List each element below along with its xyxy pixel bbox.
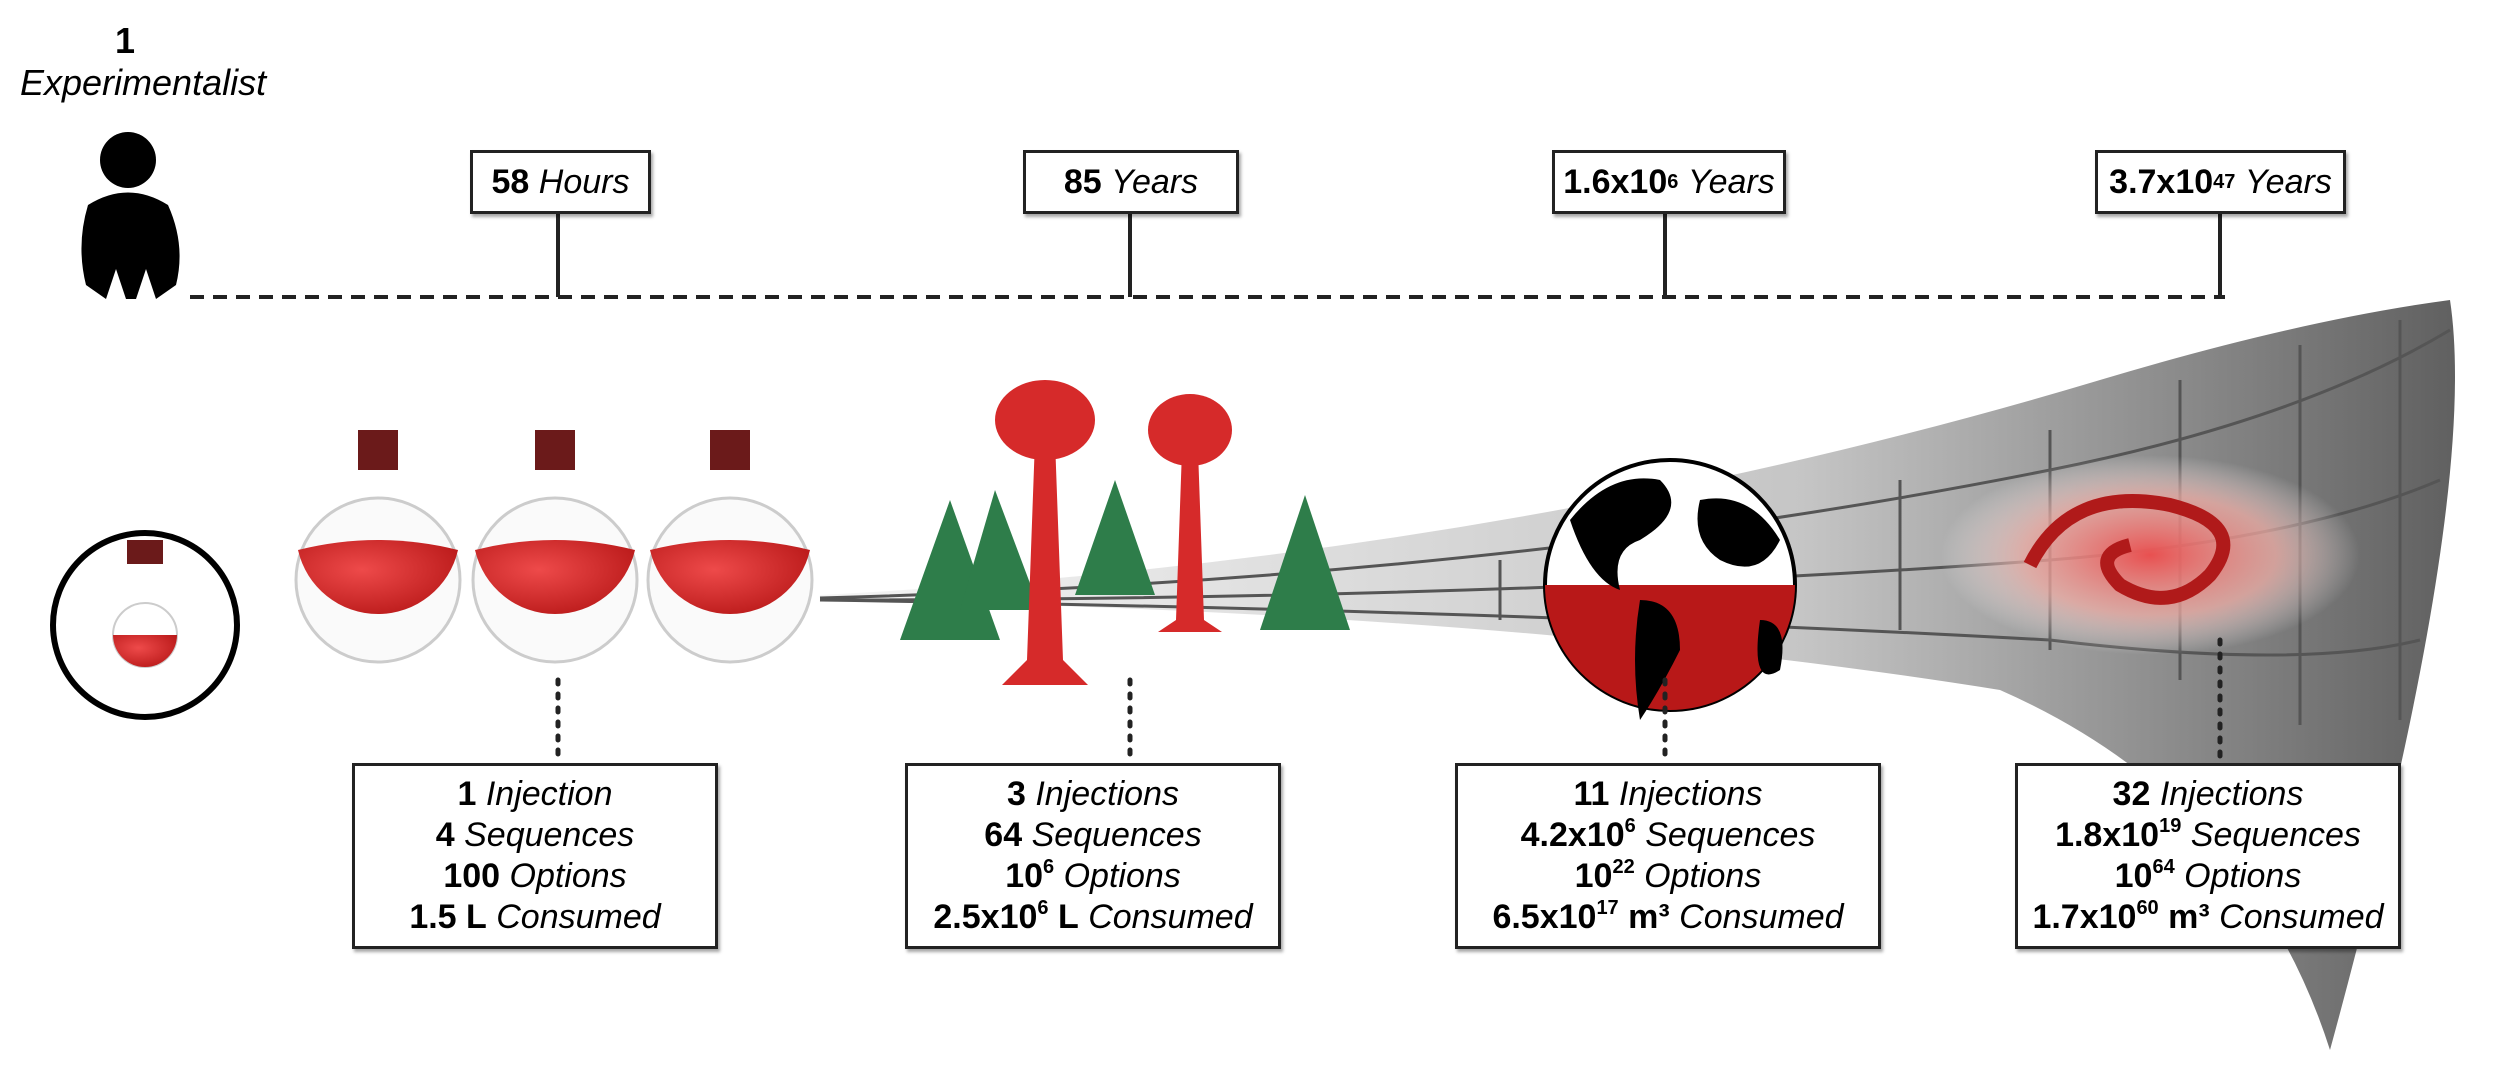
experimentalist-label: 1 Experimentalist — [20, 20, 267, 104]
stat-value: 10 — [1574, 857, 1613, 895]
time-box-2: 85 Years — [1023, 150, 1239, 214]
stage-stat: 4.2x106 Sequences — [1521, 815, 1816, 856]
stage-stat: 4 Sequences — [436, 815, 635, 856]
stat-value: 11 — [1573, 775, 1610, 813]
stage-stat: 2.5x106 L Consumed — [933, 897, 1252, 938]
single-flask-icon — [50, 530, 240, 720]
time-unit: Years — [2244, 162, 2332, 201]
stat-label: Injection — [485, 775, 613, 813]
stat-label: Options — [2184, 857, 2302, 895]
stat-exponent: 6 — [1624, 815, 1636, 837]
stat-exponent: 17 — [1596, 897, 1619, 919]
stage-stat: 3 Injections — [1007, 774, 1179, 815]
time-value: 58 — [491, 162, 530, 201]
stat-label: Injections — [2159, 775, 2304, 813]
stage-stat: 6.5x1017 m³ Consumed — [1492, 897, 1843, 938]
stage-stat: 11 Injections — [1573, 774, 1762, 815]
time-value: 3.7x10 — [2109, 162, 2214, 201]
experimentalist-text: Experimentalist — [20, 62, 267, 103]
stat-exponent: 6 — [1037, 897, 1049, 919]
stat-value: 4.2x10 — [1520, 816, 1625, 854]
stat-label: Sequences — [464, 816, 635, 854]
stat-value: 64 — [984, 816, 1023, 854]
time-unit: Years — [1111, 162, 1199, 201]
globe-icon — [1543, 458, 1797, 720]
stat-value: 1.5 — [409, 898, 457, 936]
stat-label: Consumed — [2219, 898, 2384, 936]
stat-value: 10 — [2114, 857, 2153, 895]
stat-unit: L — [1048, 898, 1079, 936]
stat-label: Sequences — [2190, 816, 2361, 854]
stage-stat: 1022 Options — [1575, 856, 1762, 897]
stat-exponent: 19 — [2159, 815, 2182, 837]
stage-stat: 1.7x1060 m³ Consumed — [2032, 897, 2383, 938]
stage-stat: 106 Options — [1005, 856, 1181, 897]
time-exponent: 47 — [2213, 171, 2236, 193]
stat-value: 6.5x10 — [1492, 898, 1597, 936]
stat-value: 3 — [1006, 775, 1026, 813]
stat-value: 32 — [2112, 775, 2151, 813]
experimentalist-count: 1 — [114, 20, 136, 61]
stat-unit: m³ — [2158, 898, 2210, 936]
person-icon — [81, 132, 180, 299]
stage-stat: 32 Injections — [2113, 774, 2304, 815]
trees-and-water-towers — [900, 380, 1350, 685]
stat-label: Consumed — [1679, 898, 1844, 936]
stage-stat: 1064 Options — [2115, 856, 2302, 897]
stat-unit: L — [456, 898, 487, 936]
stat-exponent: 22 — [1612, 856, 1635, 878]
stat-unit: m³ — [1618, 898, 1670, 936]
galaxy — [1940, 455, 2360, 655]
time-unit: Hours — [538, 162, 630, 201]
time-unit: Years — [1687, 162, 1775, 201]
stat-value: 4 — [435, 816, 455, 854]
stat-exponent: 64 — [2152, 856, 2175, 878]
stat-exponent: 60 — [2136, 897, 2159, 919]
stat-value: 1.8x10 — [2055, 816, 2160, 854]
stage-stat: 64 Sequences — [984, 815, 1201, 856]
stat-value: 1 — [457, 775, 477, 813]
stat-value: 1.7x10 — [2032, 898, 2137, 936]
flask-icons — [294, 430, 814, 664]
stat-label: Options — [1063, 857, 1181, 895]
stage-stat: 1.8x1019 Sequences — [2055, 815, 2361, 856]
stat-value: 100 — [443, 857, 501, 895]
stage-stat: 1.5 L Consumed — [409, 897, 660, 938]
timeline-stems — [556, 212, 2222, 297]
stat-exponent: 6 — [1043, 856, 1055, 878]
stage-stat: 100 Options — [443, 856, 626, 897]
stat-label: Sequences — [1645, 816, 1816, 854]
stat-label: Consumed — [496, 898, 661, 936]
stat-label: Injections — [1618, 775, 1763, 813]
time-box-1: 58 Hours — [470, 150, 651, 214]
stage-stat: 1 Injection — [457, 774, 612, 815]
time-value: 85 — [1063, 162, 1102, 201]
time-value: 1.6x10 — [1563, 162, 1668, 201]
stat-label: Injections — [1035, 775, 1179, 813]
stat-label: Consumed — [1088, 898, 1253, 936]
dotted-connectors — [555, 637, 2223, 763]
time-exponent: 6 — [1667, 171, 1679, 193]
stat-label: Options — [509, 857, 627, 895]
stat-label: Sequences — [1031, 816, 1202, 854]
stat-label: Options — [1644, 857, 1762, 895]
stat-value: 10 — [1005, 857, 1044, 895]
stat-value: 2.5x10 — [933, 898, 1038, 936]
